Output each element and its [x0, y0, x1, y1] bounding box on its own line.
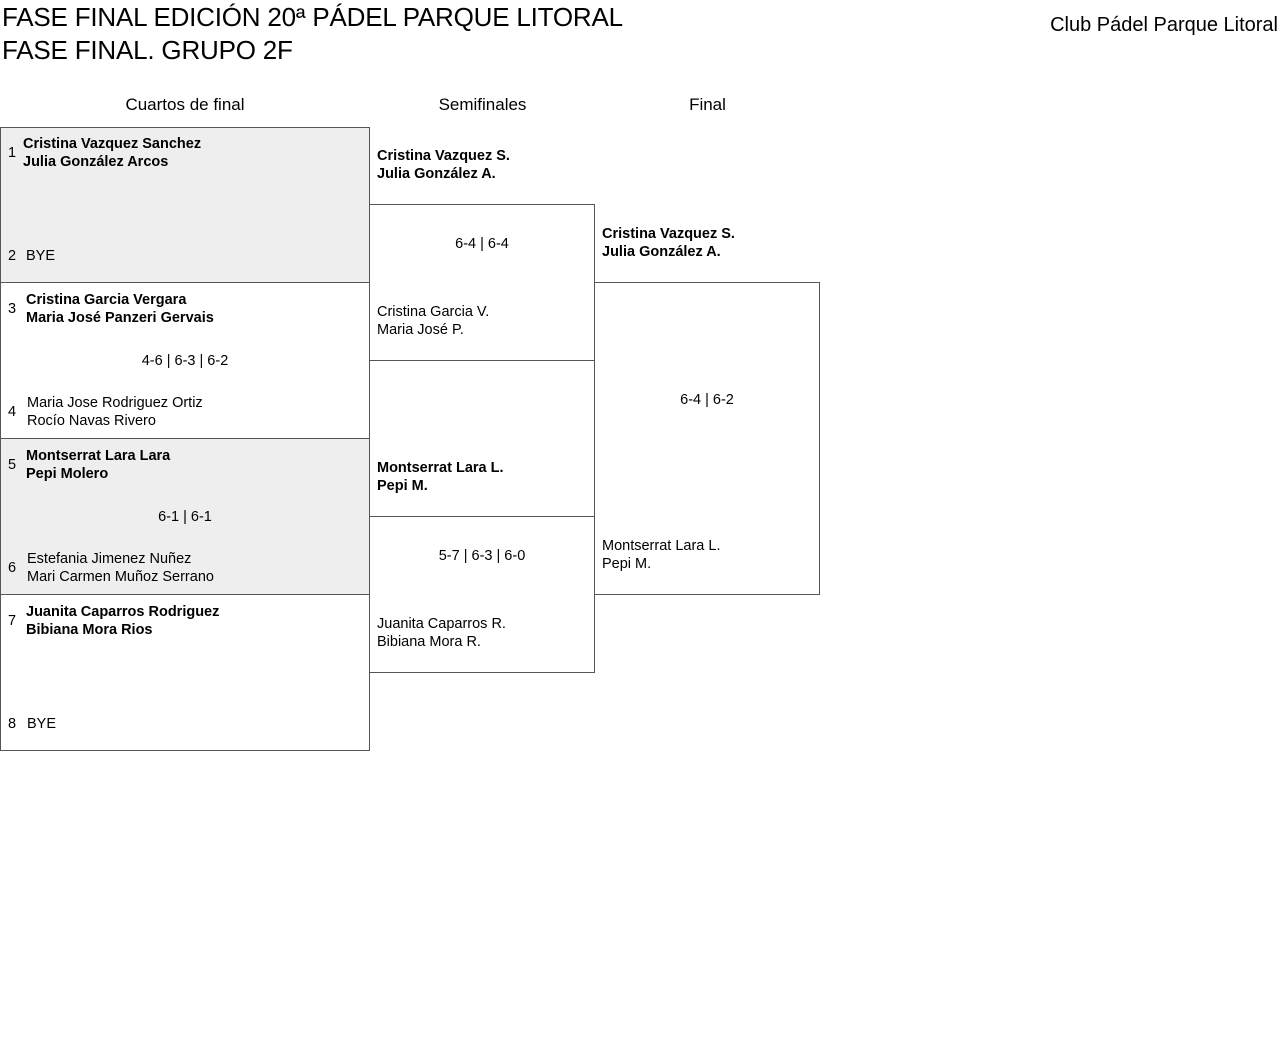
team-player: Pepi Molero	[26, 466, 109, 482]
round-header-semifinals: Semifinales	[438, 95, 527, 114]
final-match: 6-4 | 6-2 Montserrat Lara L. Pepi M.	[594, 282, 820, 595]
team-player: Cristina Garcia V.	[377, 304, 490, 320]
team-player: Pepi M.	[602, 556, 652, 572]
team-player: Julia González A.	[602, 244, 721, 260]
club-name: Club Pádel Parque Litoral	[1050, 14, 1278, 36]
match-score: 6-1 | 6-1	[158, 509, 212, 525]
match-score: 6-4 | 6-2	[680, 392, 734, 408]
team-player: Julia González A.	[377, 166, 496, 182]
semifinal-match-1: 6-4 | 6-4 Cristina Garcia V. Maria José …	[369, 204, 595, 361]
team-player: Bibiana Mora R.	[377, 634, 481, 650]
match-score: 6-4 | 6-4	[455, 236, 509, 252]
team-player: BYE	[26, 248, 56, 264]
team-player: BYE	[27, 716, 57, 732]
team-player: Cristina Vazquez S.	[602, 226, 735, 242]
seed-number: 8	[8, 716, 17, 732]
team-player: Juanita Caparros Rodriguez	[26, 604, 220, 620]
team-player: Juanita Caparros R.	[377, 616, 506, 632]
seed-number: 1	[8, 145, 17, 161]
team-player: Maria José P.	[377, 322, 464, 338]
seed-number: 6	[8, 560, 17, 576]
team-player: Estefania Jimenez Nuñez	[27, 551, 192, 567]
team-player: Julia González Arcos	[23, 154, 169, 170]
quarterfinal-match-4: 7 Juanita Caparros Rodriguez Bibiana Mor…	[0, 594, 370, 751]
quarterfinal-match-2: 3 Cristina Garcia Vergara Maria José Pan…	[0, 282, 370, 439]
team-player: Pepi M.	[377, 478, 428, 494]
team-player: Cristina Garcia Vergara	[26, 292, 187, 308]
round-header-quarterfinals: Cuartos de final	[125, 95, 245, 114]
team-player: Montserrat Lara L.	[602, 538, 721, 554]
team-player: Maria Jose Rodriguez Ortiz	[27, 395, 203, 411]
quarterfinal-match-1: 1 Cristina Vazquez Sanchez Julia Gonzále…	[0, 127, 370, 283]
seed-number: 4	[8, 404, 17, 420]
match-score: 4-6 | 6-3 | 6-2	[141, 353, 229, 369]
seed-number: 2	[8, 248, 17, 264]
team-player: Montserrat Lara Lara	[26, 448, 171, 464]
round-header-final: Final	[689, 95, 726, 114]
team-player: Mari Carmen Muñoz Serrano	[27, 569, 214, 585]
team-player: Maria José Panzeri Gervais	[26, 310, 214, 326]
page-subtitle: FASE FINAL. GRUPO 2F	[2, 35, 293, 65]
quarterfinal-match-3: 5 Montserrat Lara Lara Pepi Molero 6-1 |…	[0, 438, 370, 595]
team-player: Bibiana Mora Rios	[26, 622, 153, 638]
team-player: Cristina Vazquez Sanchez	[23, 136, 202, 152]
team-player: Cristina Vazquez S.	[377, 148, 510, 164]
seed-number: 5	[8, 457, 17, 473]
page-title: FASE FINAL EDICIÓN 20ª PÁDEL PARQUE LITO…	[2, 2, 623, 32]
team-player: Rocío Navas Rivero	[27, 413, 156, 429]
team-player: Montserrat Lara L.	[377, 460, 504, 476]
seed-number: 7	[8, 613, 17, 629]
semifinal-match-2: 5-7 | 6-3 | 6-0 Juanita Caparros R. Bibi…	[369, 516, 595, 673]
seed-number: 3	[8, 301, 17, 317]
match-score: 5-7 | 6-3 | 6-0	[438, 548, 526, 564]
